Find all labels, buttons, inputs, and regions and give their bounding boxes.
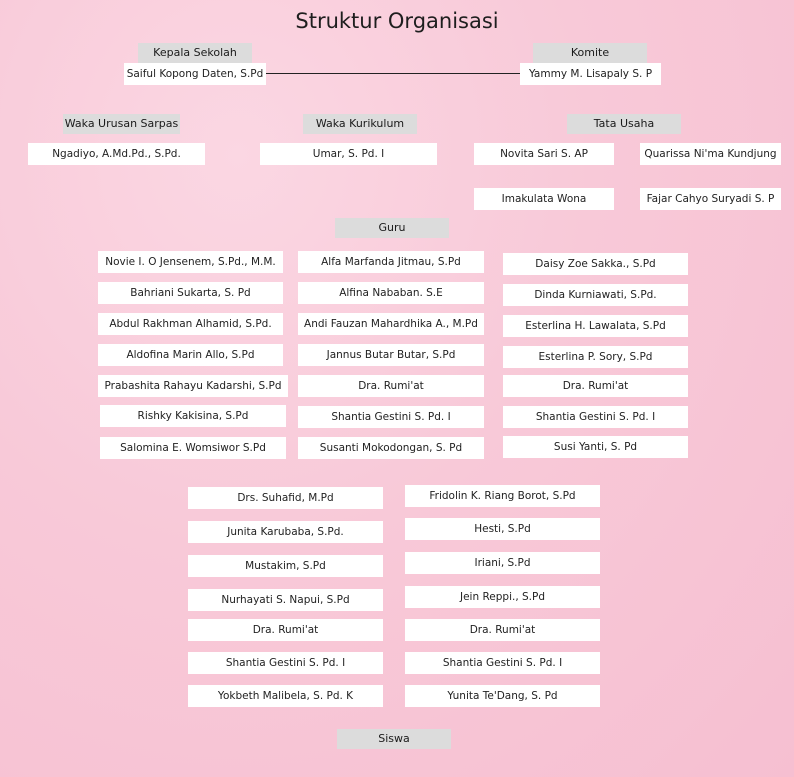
kepala-komite-connector — [266, 73, 520, 74]
guru-member: Yokbeth Malibela, S. Pd. K — [188, 685, 383, 707]
guru-member: Hesti, S.Pd — [405, 518, 600, 540]
guru-member: Dra. Rumi'at — [503, 375, 688, 397]
guru-header: Guru — [335, 218, 449, 238]
siswa-header: Siswa — [337, 729, 451, 749]
guru-member: Esterlina P. Sory, S.Pd — [503, 346, 688, 368]
guru-member: Junita Karubaba, S.Pd. — [188, 521, 383, 543]
waka-sarpras-header: Waka Urusan Sarpas — [63, 114, 180, 134]
guru-member: Shantia Gestini S. Pd. I — [405, 652, 600, 674]
guru-member: Shantia Gestini S. Pd. I — [298, 406, 484, 428]
waka-kurikulum-header: Waka Kurikulum — [303, 114, 417, 134]
guru-member: Yunita Te'Dang, S. Pd — [405, 685, 600, 707]
guru-member: Jein Reppi., S.Pd — [405, 586, 600, 608]
guru-member: Shantia Gestini S. Pd. I — [503, 406, 688, 428]
tata-usaha-header: Tata Usaha — [567, 114, 681, 134]
guru-member: Dra. Rumi'at — [298, 375, 484, 397]
guru-member: Shantia Gestini S. Pd. I — [188, 652, 383, 674]
kepala-sekolah-name: Saiful Kopong Daten, S.Pd — [124, 63, 266, 85]
guru-member: Fridolin K. Riang Borot, S.Pd — [405, 485, 600, 507]
guru-member: Salomina E. Womsiwor S.Pd — [100, 437, 286, 459]
guru-member: Drs. Suhafid, M.Pd — [188, 487, 383, 509]
tata-usaha-staff: Imakulata Wona — [474, 188, 614, 210]
komite-name: Yammy M. Lisapaly S. P — [520, 63, 661, 85]
guru-member: Abdul Rakhman Alhamid, S.Pd. — [98, 313, 283, 335]
guru-member: Jannus Butar Butar, S.Pd — [298, 344, 484, 366]
waka-sarpras-name: Ngadiyo, A.Md.Pd., S.Pd. — [28, 143, 205, 165]
guru-member: Aldofina Marin Allo, S.Pd — [98, 344, 283, 366]
tata-usaha-staff: Fajar Cahyo Suryadi S. P — [640, 188, 781, 210]
guru-member: Esterlina H. Lawalata, S.Pd — [503, 315, 688, 337]
guru-member: Nurhayati S. Napui, S.Pd — [188, 589, 383, 611]
guru-member: Dinda Kurniawati, S.Pd. — [503, 284, 688, 306]
guru-member: Iriani, S.Pd — [405, 552, 600, 574]
guru-member: Andi Fauzan Mahardhika A., M.Pd — [298, 313, 484, 335]
guru-member: Dra. Rumi'at — [188, 619, 383, 641]
guru-member: Susi Yanti, S. Pd — [503, 436, 688, 458]
guru-member: Rishky Kakisina, S.Pd — [100, 405, 286, 427]
guru-member: Prabashita Rahayu Kadarshi, S.Pd — [98, 375, 288, 397]
guru-member: Bahriani Sukarta, S. Pd — [98, 282, 283, 304]
guru-member: Mustakim, S.Pd — [188, 555, 383, 577]
tata-usaha-staff: Novita Sari S. AP — [474, 143, 614, 165]
waka-kurikulum-name: Umar, S. Pd. I — [260, 143, 437, 165]
guru-member: Dra. Rumi'at — [405, 619, 600, 641]
guru-member: Daisy Zoe Sakka., S.Pd — [503, 253, 688, 275]
tata-usaha-staff: Quarissa Ni'ma Kundjung — [640, 143, 781, 165]
kepala-sekolah-header: Kepala Sekolah — [138, 43, 252, 63]
komite-header: Komite — [533, 43, 647, 63]
guru-member: Alfina Nababan. S.E — [298, 282, 484, 304]
guru-member: Alfa Marfanda Jitmau, S.Pd — [298, 251, 484, 273]
guru-member: Susanti Mokodongan, S. Pd — [298, 437, 484, 459]
page-title: Struktur Organisasi — [295, 9, 499, 33]
guru-member: Novie I. O Jensenem, S.Pd., M.M. — [98, 251, 283, 273]
